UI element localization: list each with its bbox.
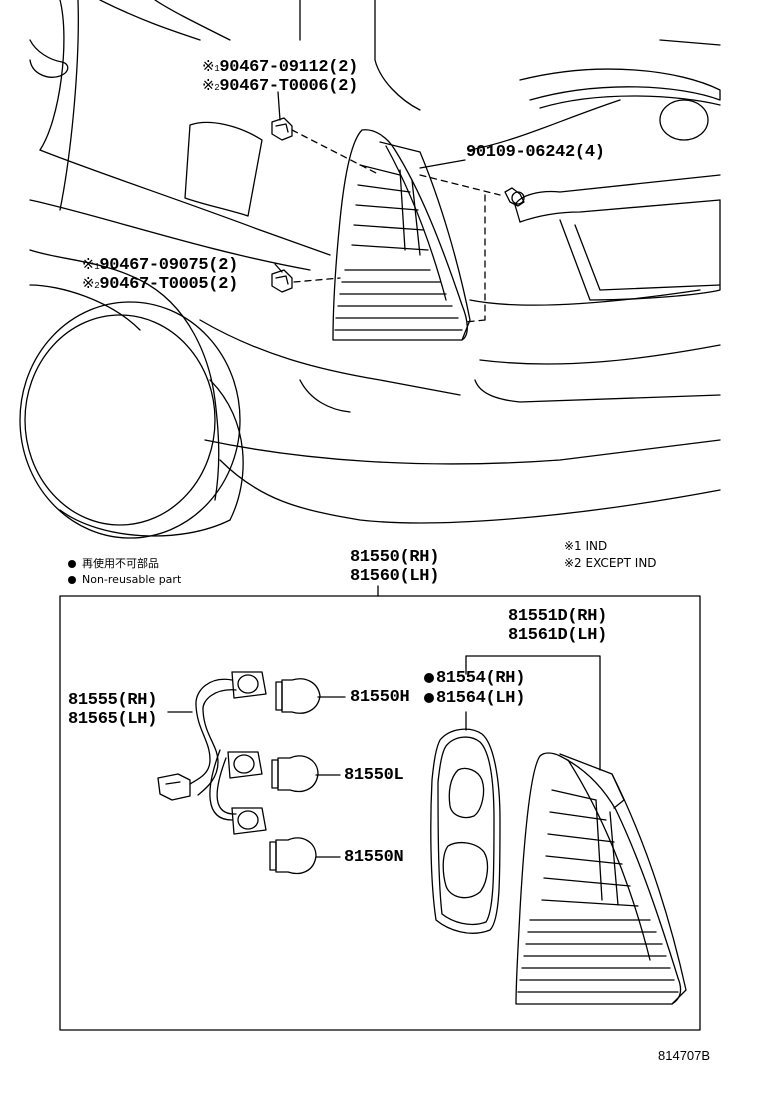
installed-tail-lamp xyxy=(332,129,471,341)
upper-leader-lines xyxy=(291,129,501,323)
gasket-part xyxy=(430,728,501,934)
legend-non-reusable-en: Non-reusable part xyxy=(68,573,181,587)
socket-wire-harness xyxy=(157,671,267,835)
clip-upper-label-except-ind: ※290467-T0006(2) xyxy=(202,77,359,96)
upper-solid-leaders xyxy=(274,91,466,273)
assembly-label-lh: 81560(LH) xyxy=(350,567,440,586)
bullet-icon xyxy=(68,576,76,584)
bolt-label: 90109-06242(4) xyxy=(466,143,605,162)
bulb-label-l: 81550L xyxy=(344,766,404,785)
gasket-label-lh: 81564(LH) xyxy=(424,689,525,708)
tail-lamp-lens-part xyxy=(515,752,687,1005)
clip-upper-part xyxy=(271,117,293,141)
bulb-label-n: 81550N xyxy=(344,848,404,867)
diagram-code: 814707B xyxy=(658,1048,711,1063)
note-except-ind: ※2 EXCEPT IND xyxy=(564,556,657,570)
bulb-81550h xyxy=(275,678,321,714)
bullet-icon xyxy=(68,560,76,568)
clip-lower-part xyxy=(271,269,293,293)
socket-label-rh: 81555(RH) xyxy=(68,691,158,710)
bulb-81550n xyxy=(269,837,317,875)
non-reusable-icon xyxy=(424,692,434,703)
non-reusable-icon xyxy=(424,672,434,683)
lens-label-lh: 81561D(LH) xyxy=(508,626,608,645)
clip-lower-label-except-ind: ※290467-T0005(2) xyxy=(82,275,239,294)
bulb-81550l xyxy=(271,755,319,793)
clip-upper-label-ind: ※190467-09112(2) xyxy=(202,58,359,77)
note-ind: ※1 IND xyxy=(564,539,608,553)
lens-label-rh: 81551D(RH) xyxy=(508,607,608,626)
assembly-label-rh: 81550(RH) xyxy=(350,548,440,567)
socket-label-lh: 81565(LH) xyxy=(68,710,158,729)
clip-lower-label-ind: ※190467-09075(2) xyxy=(82,256,239,275)
legend-non-reusable-jp: 再使用不可部品 xyxy=(68,557,159,571)
assembly-box xyxy=(59,595,701,1031)
bulb-label-h: 81550H xyxy=(350,688,410,707)
gasket-label-rh: 81554(RH) xyxy=(424,669,525,688)
vehicle-rear-body xyxy=(19,0,721,539)
bolt-part xyxy=(504,187,525,207)
